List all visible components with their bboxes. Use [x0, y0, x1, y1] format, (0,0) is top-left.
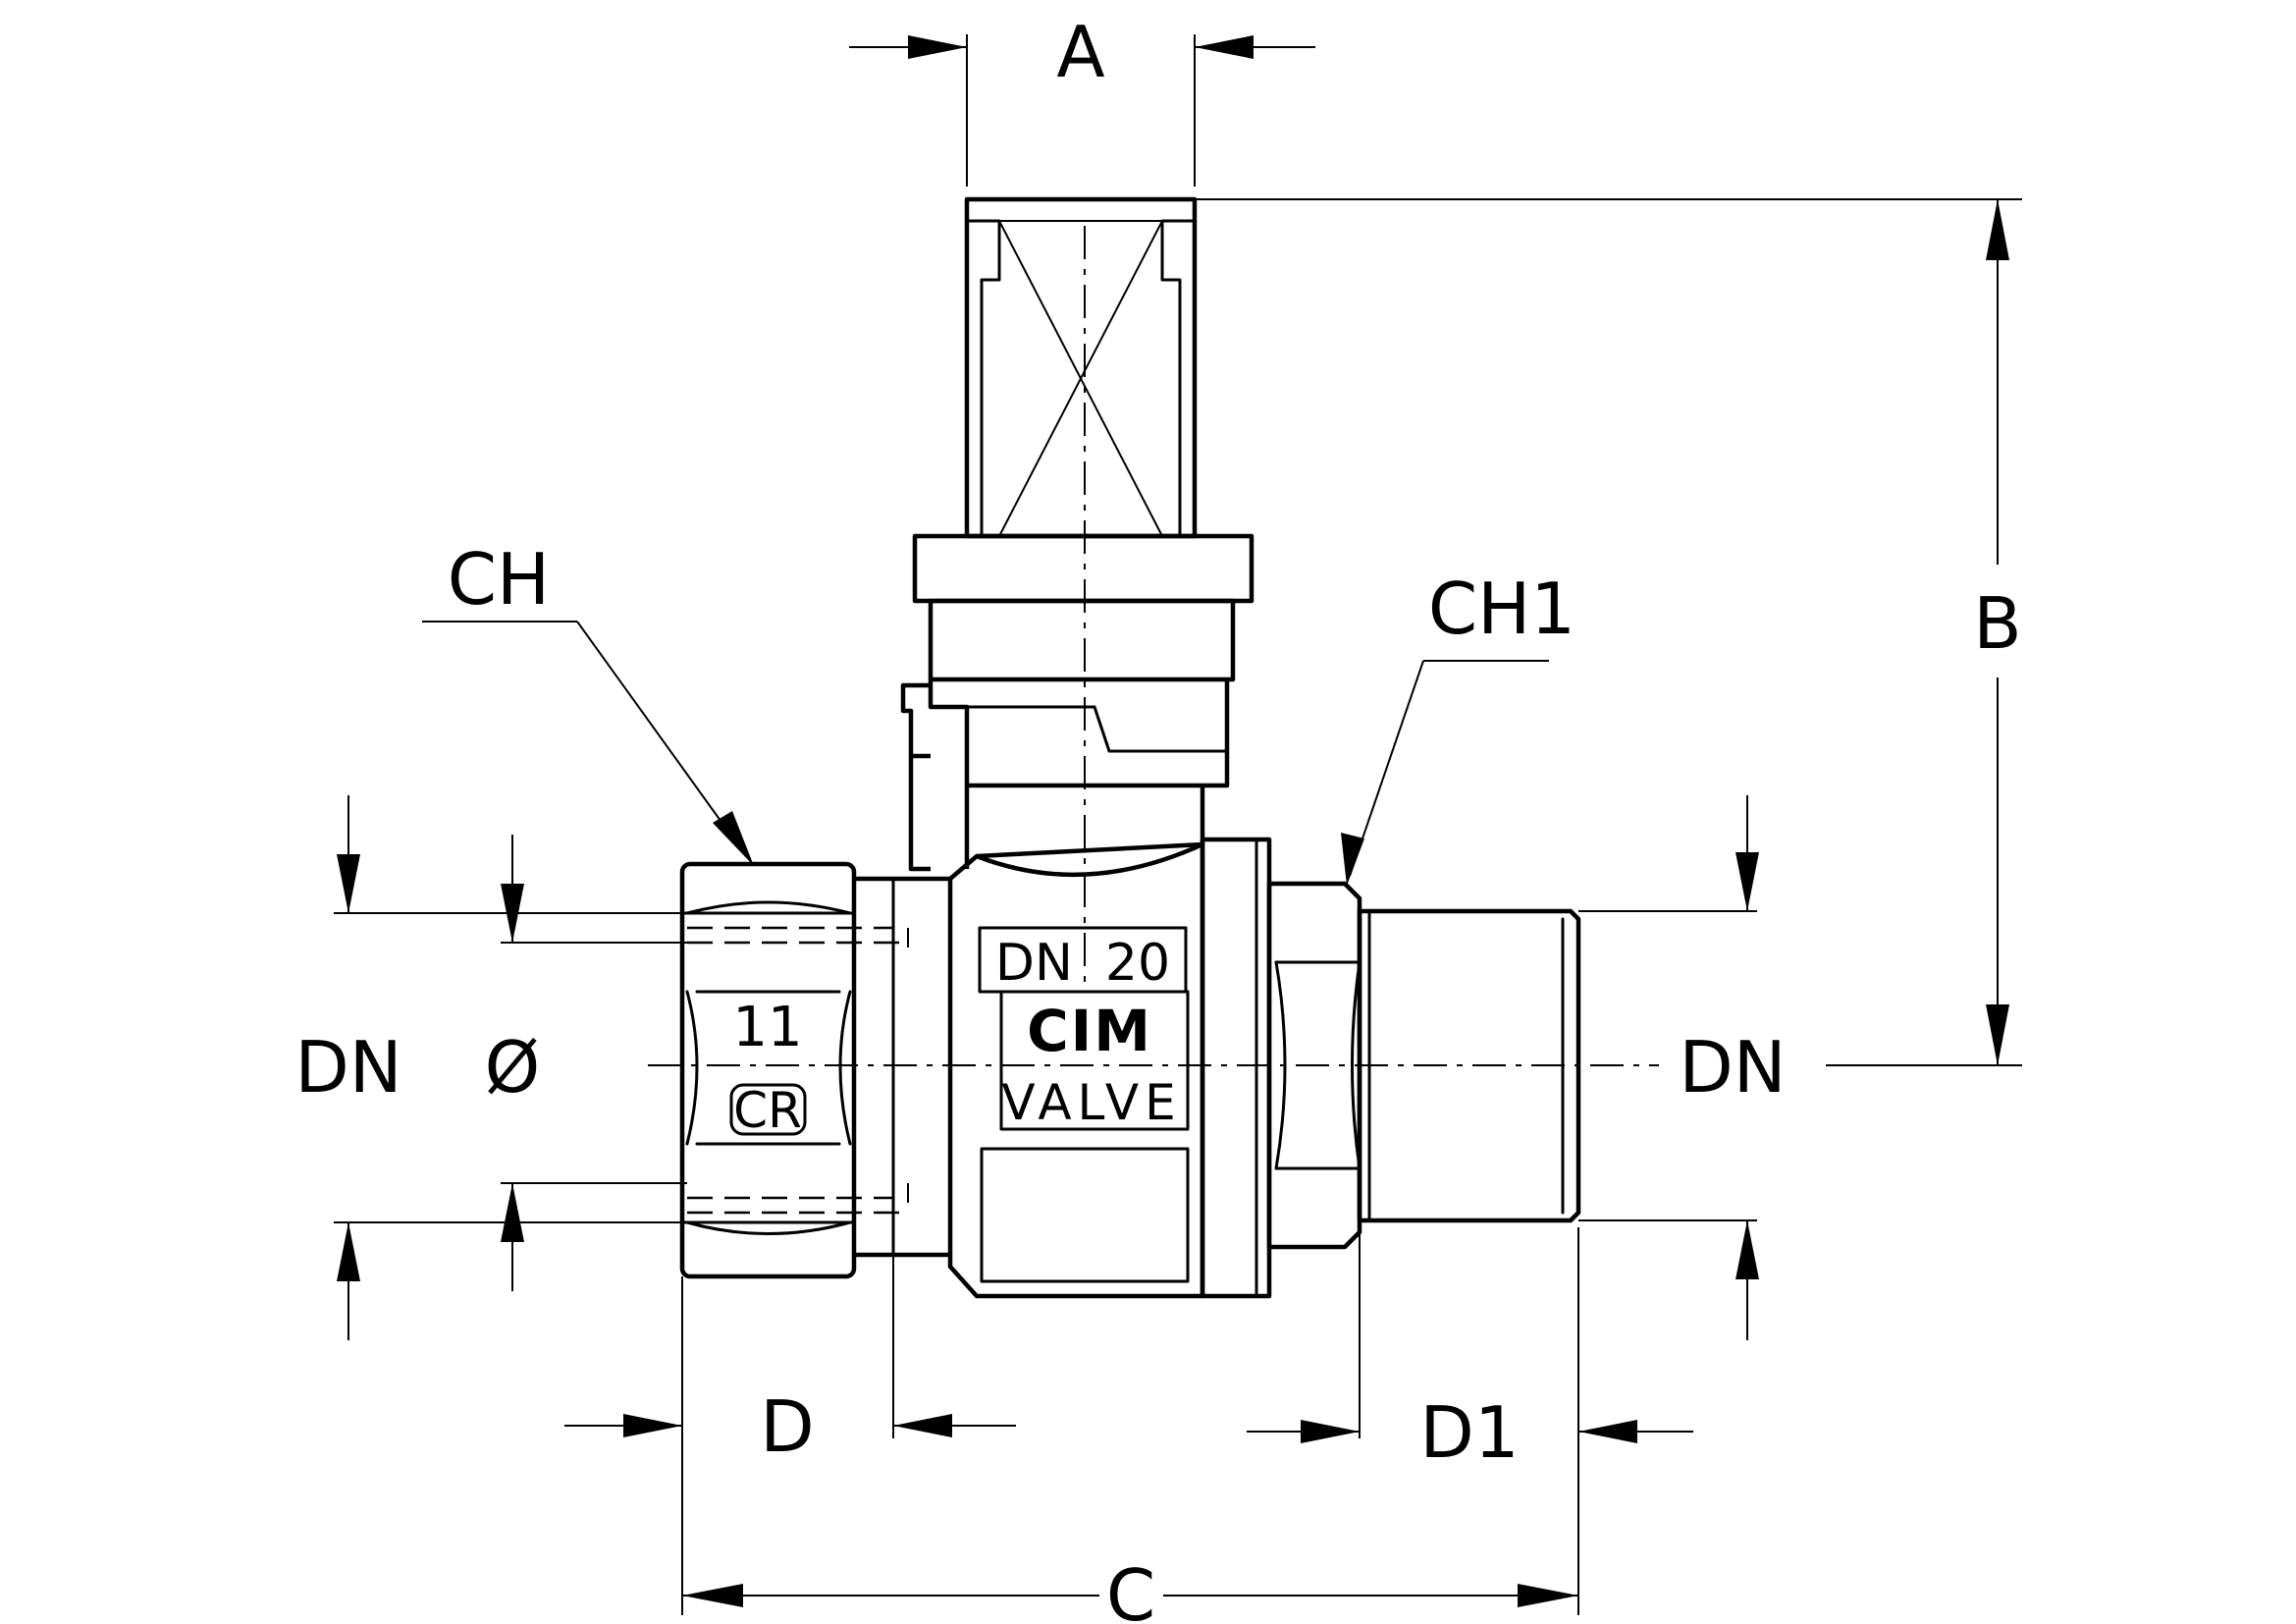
male-thread-end — [1357, 908, 1581, 1223]
brand-logo: CIM — [1027, 998, 1152, 1064]
dimension-dn-right: DN — [1578, 795, 1787, 1340]
dimension-d1: D1 — [1247, 1227, 1693, 1474]
brand-text: VALVE — [1001, 1074, 1181, 1131]
maker-logo-text: CR — [733, 1082, 802, 1139]
dimension-diameter: Ø — [485, 835, 687, 1291]
dimension-diameter-label: Ø — [485, 1026, 541, 1109]
valve-body — [947, 837, 1272, 1299]
leader-ch: CH — [422, 538, 754, 866]
dimension-dn-left: DN — [294, 795, 682, 1340]
dimension-d1-label: D1 — [1419, 1391, 1519, 1474]
dimension-dn-left-label: DN — [294, 1026, 401, 1109]
maker-logo: CR — [729, 1082, 807, 1139]
valve-handle — [900, 196, 1255, 872]
dimension-d: D — [564, 1227, 1016, 1468]
left-body-neck — [854, 876, 950, 1258]
dimension-c-label: C — [1106, 1554, 1155, 1624]
dimension-d-label: D — [760, 1385, 814, 1468]
leader-ch1: CH1 — [1341, 568, 1575, 886]
dimension-b-label: B — [1973, 582, 2021, 665]
dimension-a: A — [849, 11, 1315, 187]
leader-ch1-label: CH1 — [1428, 568, 1575, 650]
dimension-c: C — [681, 1227, 1579, 1624]
body-size-marking: DN 20 — [995, 934, 1170, 993]
left-hex-nut — [679, 861, 908, 1279]
size-marking: 11 — [732, 996, 802, 1059]
dimension-b: B — [1195, 198, 2022, 1066]
center-lines — [648, 226, 1659, 1066]
leader-ch-label: CH — [448, 538, 550, 621]
dimension-dn-right-label: DN — [1679, 1026, 1786, 1109]
dimension-a-label: A — [1056, 11, 1104, 93]
